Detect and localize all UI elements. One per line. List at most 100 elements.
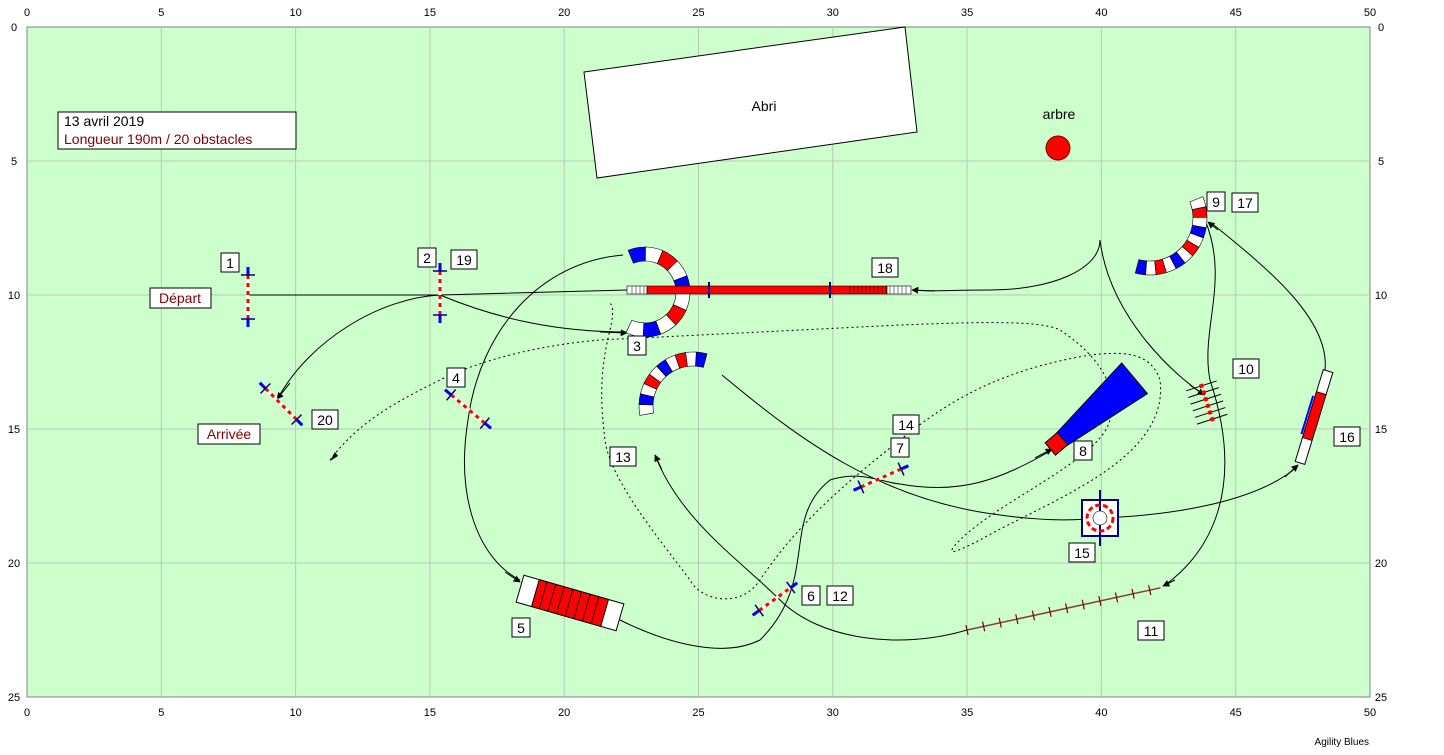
jump-20 — [258, 381, 304, 427]
obstacle-number-4: 4 — [446, 367, 466, 388]
y-tick-right: 25 — [1375, 692, 1387, 704]
y-tick-left: 25 — [8, 692, 20, 704]
svg-text:19: 19 — [456, 252, 472, 268]
x-tick-top: 30 — [827, 7, 839, 19]
course-date: 13 avril 2019 — [64, 113, 144, 129]
y-tick-right: 10 — [1375, 290, 1387, 302]
jump-6 — [751, 581, 799, 617]
y-tick-left: 20 — [8, 558, 20, 570]
svg-text:6: 6 — [807, 588, 815, 604]
jump-1 — [241, 267, 255, 327]
obstacle-number-6: 6 — [801, 585, 821, 606]
jumps — [241, 263, 910, 617]
y-tick-right: 20 — [1375, 558, 1387, 570]
finish-label: Arrivée — [207, 426, 252, 442]
wall-obstacle — [1294, 369, 1334, 465]
x-tick-bottom: 40 — [1095, 707, 1107, 719]
tunnel-13 — [638, 351, 708, 416]
x-tick-bottom: 25 — [692, 707, 704, 719]
svg-text:5: 5 — [517, 620, 525, 636]
x-tick-bottom: 15 — [424, 707, 436, 719]
shelter-label: Abri — [752, 98, 777, 114]
a-frame-obstacle — [1044, 362, 1149, 456]
tunnels — [625, 196, 1208, 416]
x-tick-bottom: 30 — [827, 707, 839, 719]
y-tick-right: 0 — [1378, 22, 1384, 34]
obstacle-number-12: 12 — [826, 585, 854, 606]
tree: arbre — [1043, 106, 1076, 161]
svg-text:9: 9 — [1212, 194, 1220, 210]
y-tick-right: 5 — [1378, 156, 1384, 168]
jump-7 — [852, 462, 910, 494]
x-tick-top: 5 — [158, 7, 164, 19]
credit-text: Agility Blues — [1315, 737, 1369, 748]
obstacle-number-7: 7 — [890, 437, 910, 458]
x-tick-top: 10 — [289, 7, 301, 19]
x-tick-bottom: 45 — [1230, 707, 1242, 719]
obstacle-number-16: 16 — [1333, 426, 1361, 447]
x-tick-top: 25 — [692, 7, 704, 19]
obstacle-number-13: 13 — [609, 446, 637, 467]
obstacle-number-9: 9 — [1206, 191, 1226, 212]
obstacle-number-19: 19 — [450, 249, 478, 270]
obstacle-number-17: 17 — [1231, 192, 1259, 213]
y-tick-left: 10 — [8, 290, 20, 302]
tree-label: arbre — [1043, 106, 1076, 122]
shelter: Abri — [583, 26, 918, 179]
svg-text:8: 8 — [1079, 443, 1087, 459]
obstacle-number-3: 3 — [627, 335, 647, 356]
x-tick-top: 35 — [961, 7, 973, 19]
x-tick-bottom: 5 — [158, 707, 164, 719]
course-summary: Longueur 190m / 20 obstacles — [64, 131, 252, 147]
finish-label-box: Arrivée — [197, 423, 261, 445]
x-tick-bottom: 50 — [1364, 707, 1376, 719]
start-label-box: Départ — [149, 287, 212, 309]
start-label: Départ — [159, 290, 201, 306]
jump-4 — [444, 388, 492, 430]
svg-text:15: 15 — [1074, 545, 1090, 561]
x-tick-top: 15 — [424, 7, 436, 19]
y-tick-right: 15 — [1375, 424, 1387, 436]
svg-text:2: 2 — [423, 250, 431, 266]
obstacle-number-15: 15 — [1068, 542, 1096, 563]
svg-text:12: 12 — [832, 588, 848, 604]
dogwalk-obstacle — [626, 282, 912, 298]
x-tick-top: 20 — [558, 7, 570, 19]
tunnel-9 — [1134, 196, 1208, 276]
svg-text:13: 13 — [615, 449, 631, 465]
svg-text:7: 7 — [896, 440, 904, 456]
x-tick-bottom: 10 — [289, 707, 301, 719]
axis-ticks: 0055101015152020252530303535404045455050… — [8, 7, 1387, 719]
chute-obstacle — [515, 574, 625, 632]
obstacle-number-14: 14 — [892, 414, 920, 435]
svg-text:20: 20 — [317, 412, 333, 428]
obstacle-number-5: 5 — [511, 617, 531, 638]
svg-text:14: 14 — [898, 417, 914, 433]
obstacle-number-1: 1 — [220, 252, 240, 273]
obstacle-number-11: 11 — [1137, 620, 1165, 641]
svg-text:18: 18 — [877, 260, 893, 276]
svg-text:10: 10 — [1238, 361, 1254, 377]
y-tick-left: 15 — [8, 424, 20, 436]
svg-text:17: 17 — [1237, 195, 1253, 211]
jump-2 — [433, 263, 447, 323]
handler-path — [329, 303, 1161, 600]
svg-text:1: 1 — [226, 255, 234, 271]
obstacle-number-8: 8 — [1073, 440, 1093, 461]
x-tick-top: 50 — [1364, 7, 1376, 19]
x-tick-top: 0 — [24, 7, 30, 19]
x-tick-bottom: 35 — [961, 707, 973, 719]
y-tick-left: 5 — [11, 156, 17, 168]
obstacle-number-20: 20 — [311, 409, 339, 430]
path-arrows — [276, 221, 1299, 587]
svg-text:11: 11 — [1144, 623, 1159, 639]
x-tick-bottom: 20 — [558, 707, 570, 719]
x-tick-top: 45 — [1230, 7, 1242, 19]
tyre-obstacle — [1081, 490, 1119, 546]
x-tick-bottom: 0 — [24, 707, 30, 719]
obstacle-number-2: 2 — [417, 247, 437, 268]
svg-text:16: 16 — [1339, 429, 1355, 445]
